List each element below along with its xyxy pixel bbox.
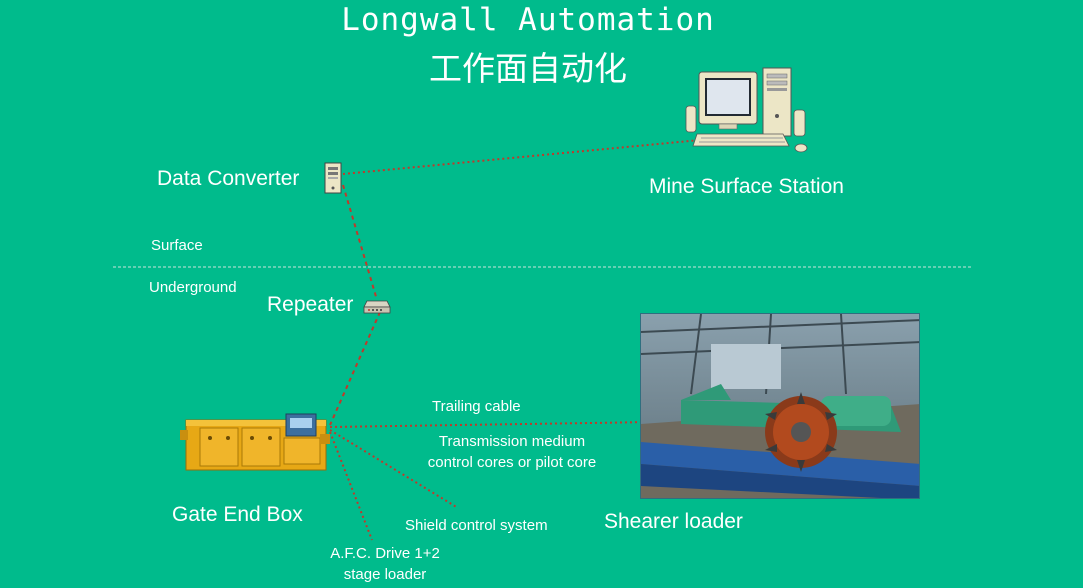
transmission-medium-label: Transmission medium xyxy=(438,433,586,450)
link-trailing-cable xyxy=(329,421,656,428)
underground-label: Underground xyxy=(149,279,237,296)
title-english: Longwall Automation xyxy=(341,2,715,38)
link-converter-to-repeater xyxy=(342,184,378,301)
gate-end-box-image xyxy=(180,413,330,471)
shearer-loader-label: Shearer loader xyxy=(604,510,743,533)
link-repeater-to-gatebox xyxy=(329,311,381,426)
data-converter-label: Data Converter xyxy=(157,167,300,190)
gate-end-box-label: Gate End Box xyxy=(172,503,303,526)
link-afc-drive xyxy=(329,431,373,541)
afc-drive-label: A.F.C. Drive 1+2 xyxy=(330,545,440,562)
control-cores-label: control cores or pilot core xyxy=(427,454,597,471)
title-chinese: 工作面自动化 xyxy=(429,49,627,88)
mine-surface-station-label: Mine Surface Station xyxy=(649,175,844,198)
surface-label: Surface xyxy=(151,237,203,254)
desktop-computer-icon xyxy=(685,67,808,153)
trailing-cable-label: Trailing cable xyxy=(432,398,521,415)
network-repeater-icon xyxy=(363,300,391,314)
shield-control-system-label: Shield control system xyxy=(405,517,548,534)
stage-loader-label: stage loader xyxy=(343,566,427,583)
link-converter-to-station xyxy=(342,139,701,175)
shearer-loader-photo xyxy=(640,313,920,499)
repeater-label: Repeater xyxy=(267,293,354,316)
server-tower-icon xyxy=(324,162,342,194)
